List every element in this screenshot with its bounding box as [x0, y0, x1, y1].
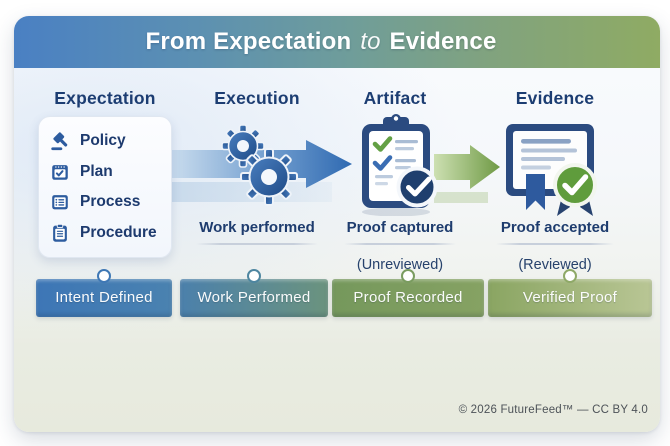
timeline-bar-work-performed: Work Performed [180, 269, 328, 317]
timeline-bar-label: Verified Proof [522, 289, 618, 306]
column-header-evidence: Evidence [515, 88, 595, 108]
timeline-bar-label: Proof Recorded [353, 289, 463, 306]
divider [196, 243, 318, 245]
gears-icon [221, 124, 298, 206]
status-reviewed: (Reviewed) [518, 257, 592, 273]
title-part-italic: to [360, 28, 381, 55]
list-item-label: Procedure [80, 224, 157, 242]
title-part-bold-1: From Expectation [145, 28, 352, 55]
caption-proof-accepted: Proof accepted [500, 219, 610, 236]
caption-proof-captured: Proof captured [346, 219, 454, 236]
divider [344, 243, 456, 245]
page-title: From Expectation to Evidence [0, 28, 644, 56]
clipboard-check-icon [362, 114, 438, 216]
clipboard-list-icon [53, 224, 67, 242]
list-item-policy: Policy [49, 130, 161, 152]
list-item-label: Policy [80, 131, 126, 149]
timeline-bar-verified-proof: Verified Proof [488, 269, 652, 317]
gavel-icon [51, 132, 68, 150]
list-item-label: Process [80, 193, 141, 211]
list-item-label: Plan [80, 162, 113, 180]
copyright-credit: © 2026 FutureFeed™ — CC BY 4.0 [458, 404, 648, 416]
expectation-list-card: Policy Plan Process [38, 116, 172, 258]
process-list-icon [52, 195, 68, 210]
column-header-artifact: Artifact [363, 88, 427, 108]
timeline-node-dot [247, 269, 261, 283]
certificate-badge-icon [506, 124, 597, 216]
column-header-execution: Execution [214, 88, 300, 108]
calendar-check-icon [52, 164, 68, 180]
timeline-bar-label: Work Performed [197, 289, 311, 306]
timeline-node-dot [97, 269, 111, 283]
list-item-procedure: Procedure [49, 222, 161, 244]
timeline-bar-intent-defined: Intent Defined [36, 269, 172, 317]
timeline-bar-proof-recorded: Proof Recorded [332, 269, 484, 317]
timeline-node-dot [401, 269, 415, 283]
timeline-bar-label: Intent Defined [55, 289, 153, 306]
column-header-expectation: Expectation [54, 88, 156, 108]
title-banner: From Expectation to Evidence [14, 16, 660, 68]
divider [496, 243, 614, 245]
list-item-plan: Plan [49, 161, 161, 183]
infographic-card: From Expectation to Evidence Expectation… [14, 16, 660, 432]
list-item-process: Process [49, 191, 161, 213]
status-unreviewed: (Unreviewed) [356, 257, 444, 273]
title-part-bold-2: Evidence [389, 28, 497, 55]
timeline-node-dot [563, 269, 577, 283]
green-arrow-icon [434, 145, 500, 203]
caption-work-performed: Work performed [199, 219, 315, 236]
